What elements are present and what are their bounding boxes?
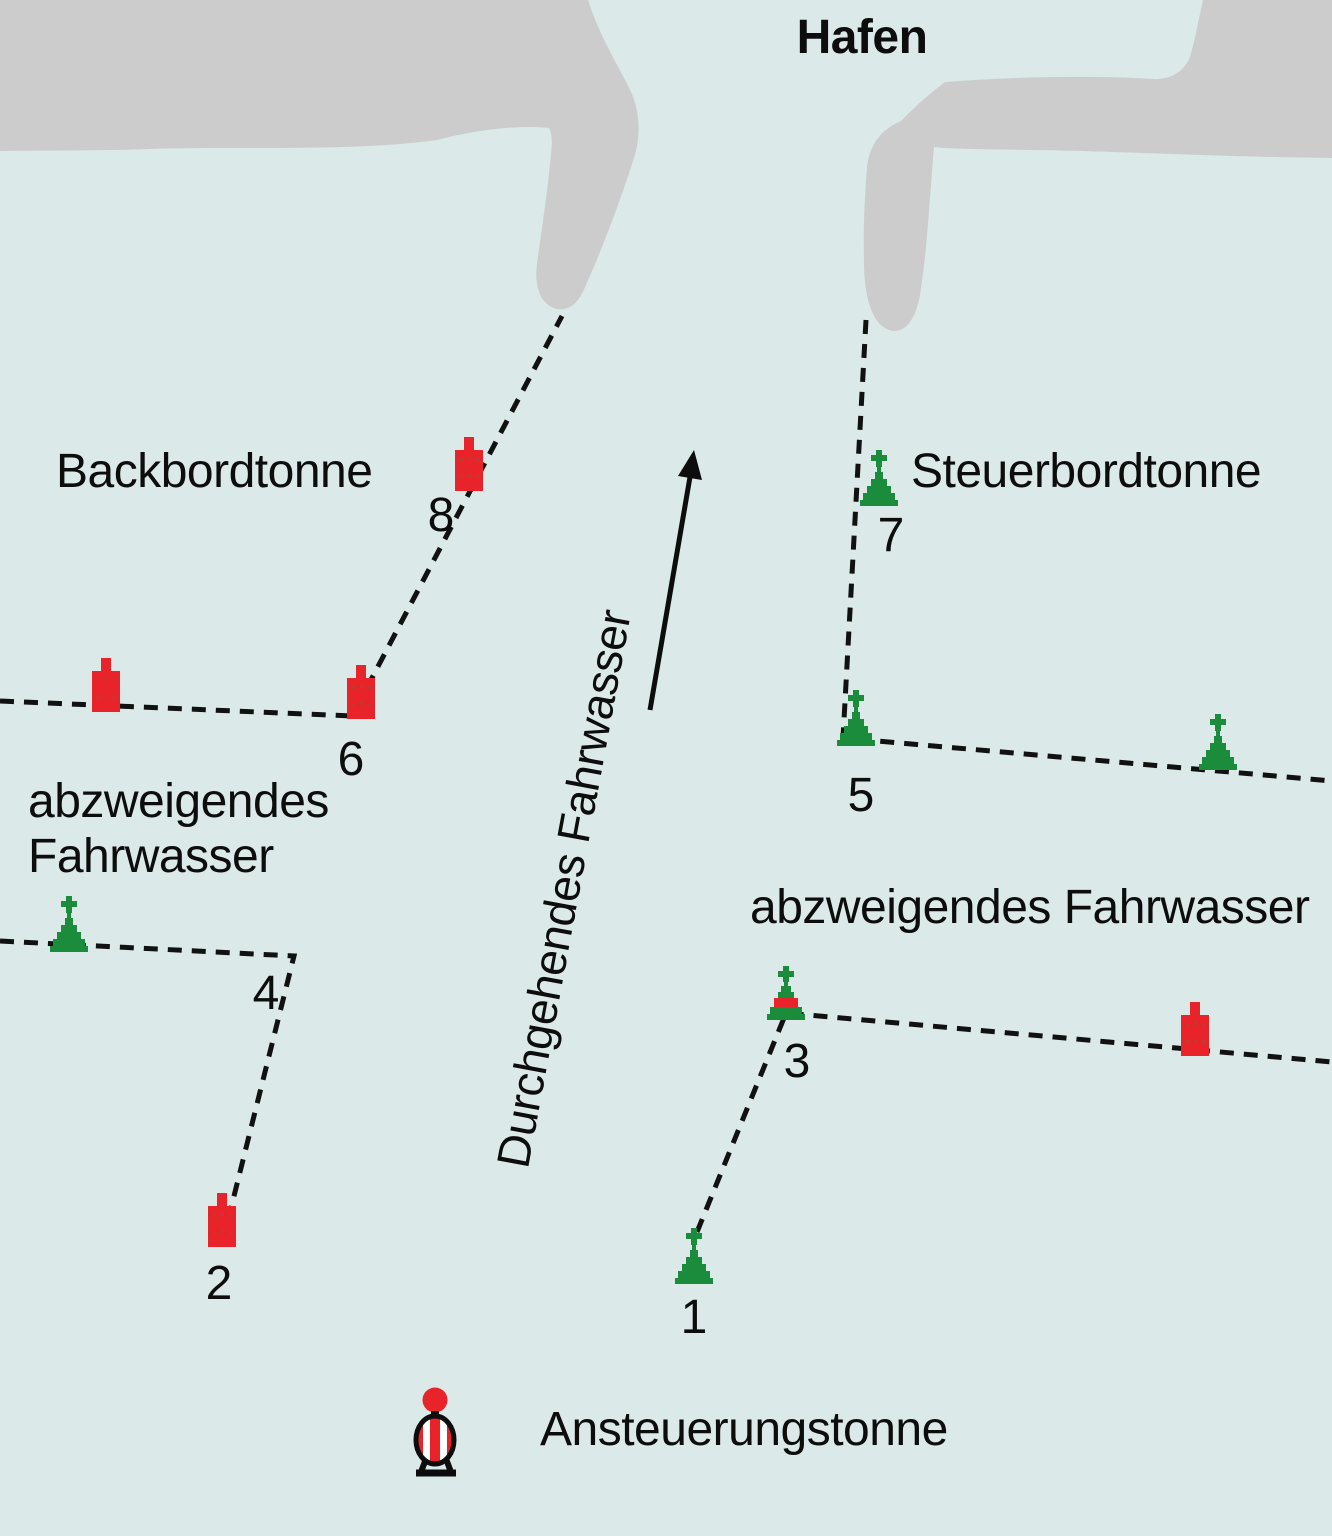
backbordtonne-label: Backbordtonne (56, 445, 373, 498)
land-left (0, 0, 639, 310)
safe-water-buoy-icon (408, 1387, 464, 1477)
branch-right-line (694, 1010, 1332, 1233)
buoy-number-1: 1 (680, 1291, 708, 1344)
buoy-number-8: 8 (427, 489, 455, 542)
branch-right-label: abzweigendes Fahrwasser (750, 881, 1310, 934)
buoy-number-3: 3 (783, 1035, 811, 1088)
buoy-number-2: 2 (205, 1257, 233, 1310)
branch-left-label-line2: Fahrwasser (28, 830, 274, 883)
fairway-direction-arrow (647, 450, 702, 711)
starboard-buoy-icon-4 (50, 896, 88, 952)
starboard-buoy-icon-chain-right (1199, 714, 1237, 770)
buoy-number-7: 7 (877, 509, 905, 562)
harbor-title: Hafen (796, 11, 928, 64)
port-buoy-icon-8 (455, 437, 483, 491)
port-buoy-icon-2 (208, 1193, 236, 1247)
branch-left-label-line1: abzweigendes (28, 775, 329, 828)
legend-label: Ansteuerungstonne (540, 1403, 948, 1456)
land-right (863, 0, 1332, 331)
starboard-buoy-icon-5 (837, 690, 875, 746)
branch-left-line (0, 938, 298, 1217)
buoy-number-5: 5 (847, 769, 875, 822)
port-buoy-icon-far-left (92, 658, 120, 712)
junction-buoy-icon-3 (767, 966, 805, 1020)
steuerbordtonne-label: Steuerbordtonne (911, 445, 1262, 498)
port-buoy-icon-6 (347, 665, 375, 719)
port-buoy-icon-branch-right (1181, 1002, 1209, 1056)
starboard-buoy-icon-1 (675, 1228, 713, 1284)
port-chain-line (0, 314, 565, 719)
buoy-number-6: 6 (337, 733, 365, 786)
starboard-buoy-icon-7 (860, 450, 898, 506)
buoy-number-4: 4 (252, 967, 280, 1020)
